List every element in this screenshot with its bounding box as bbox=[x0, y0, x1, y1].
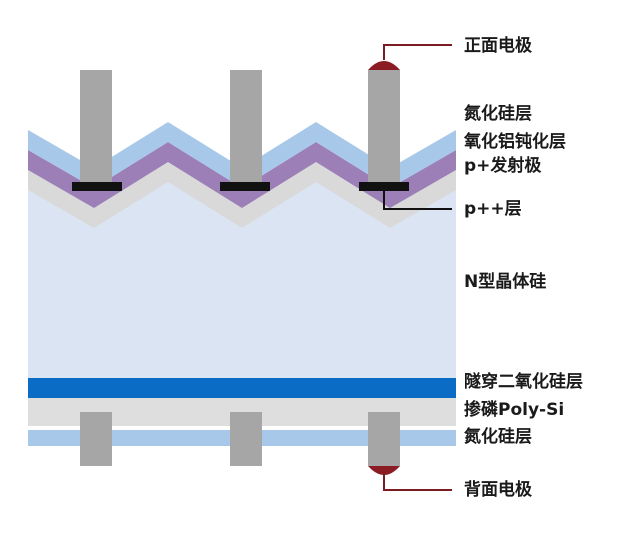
p-plus-plus-contact bbox=[359, 182, 409, 191]
n-silicon-label: N型晶体硅 bbox=[464, 272, 547, 292]
tunnel-oxide-label: 隧穿二氧化硅层 bbox=[464, 372, 583, 392]
alumina-passivation-layer bbox=[28, 142, 456, 208]
back-electrode-finger bbox=[80, 412, 112, 466]
back-electrode-finger bbox=[368, 412, 400, 466]
back-electrode-label: 背面电极 bbox=[464, 480, 532, 500]
p-plus-plus-contact bbox=[72, 182, 122, 191]
silicon-nitride-bottom-label: 氮化硅层 bbox=[464, 427, 532, 447]
back-electrode-finger bbox=[230, 412, 262, 466]
front-electrode-label: 正面电极 bbox=[464, 36, 532, 56]
doped-polysi-label: 掺磷Poly-Si bbox=[464, 400, 565, 420]
tunnel-oxide-layer bbox=[28, 378, 456, 398]
p-emitter-layer bbox=[28, 162, 456, 228]
p-plus-plus-label: p++层 bbox=[464, 199, 522, 219]
back-electrode-leader bbox=[383, 474, 452, 491]
p-emitter-label: p+发射极 bbox=[464, 156, 542, 176]
p-plus-plus-contact bbox=[220, 182, 270, 191]
silicon-nitride-top-label: 氮化硅层 bbox=[464, 104, 532, 124]
alumina-passivation-label: 氧化铝钝化层 bbox=[464, 132, 566, 152]
front-electrode-finger bbox=[80, 70, 112, 186]
front-electrode-tip bbox=[368, 61, 400, 70]
front-electrode-finger bbox=[230, 70, 262, 186]
front-electrode-finger bbox=[368, 70, 400, 186]
back-electrode-tip bbox=[368, 466, 400, 475]
front-electrode-leader bbox=[383, 44, 452, 60]
p-plus-plus-leader bbox=[383, 191, 452, 210]
